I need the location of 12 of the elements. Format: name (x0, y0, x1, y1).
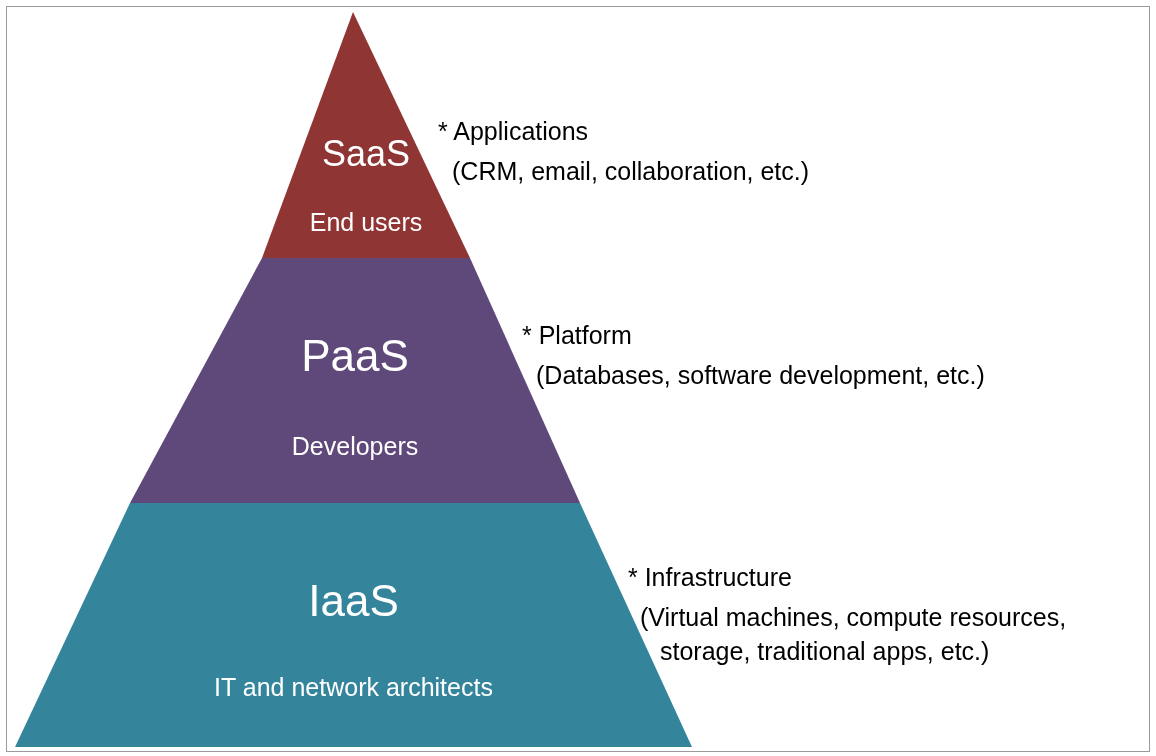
tier-title: PaaS (301, 334, 409, 378)
layer-heading: * Infrastructure (628, 562, 793, 593)
tier-audience: End users (309, 209, 423, 235)
layer-examples: (Virtual machines, compute resources, storage, traditional apps, etc.) (639, 602, 1068, 667)
layer-heading: * Platform (522, 320, 633, 351)
tier-title: SaaS (321, 136, 411, 172)
tier-audience: Developers (291, 433, 419, 459)
layer-heading: * Applications (438, 116, 590, 147)
tier-title: IaaS (308, 579, 399, 623)
layer-examples: (Databases, software development, etc.) (535, 360, 986, 391)
tier-audience: IT and network architects (214, 674, 493, 700)
layer-examples: (CRM, email, collaboration, etc.) (451, 156, 811, 187)
